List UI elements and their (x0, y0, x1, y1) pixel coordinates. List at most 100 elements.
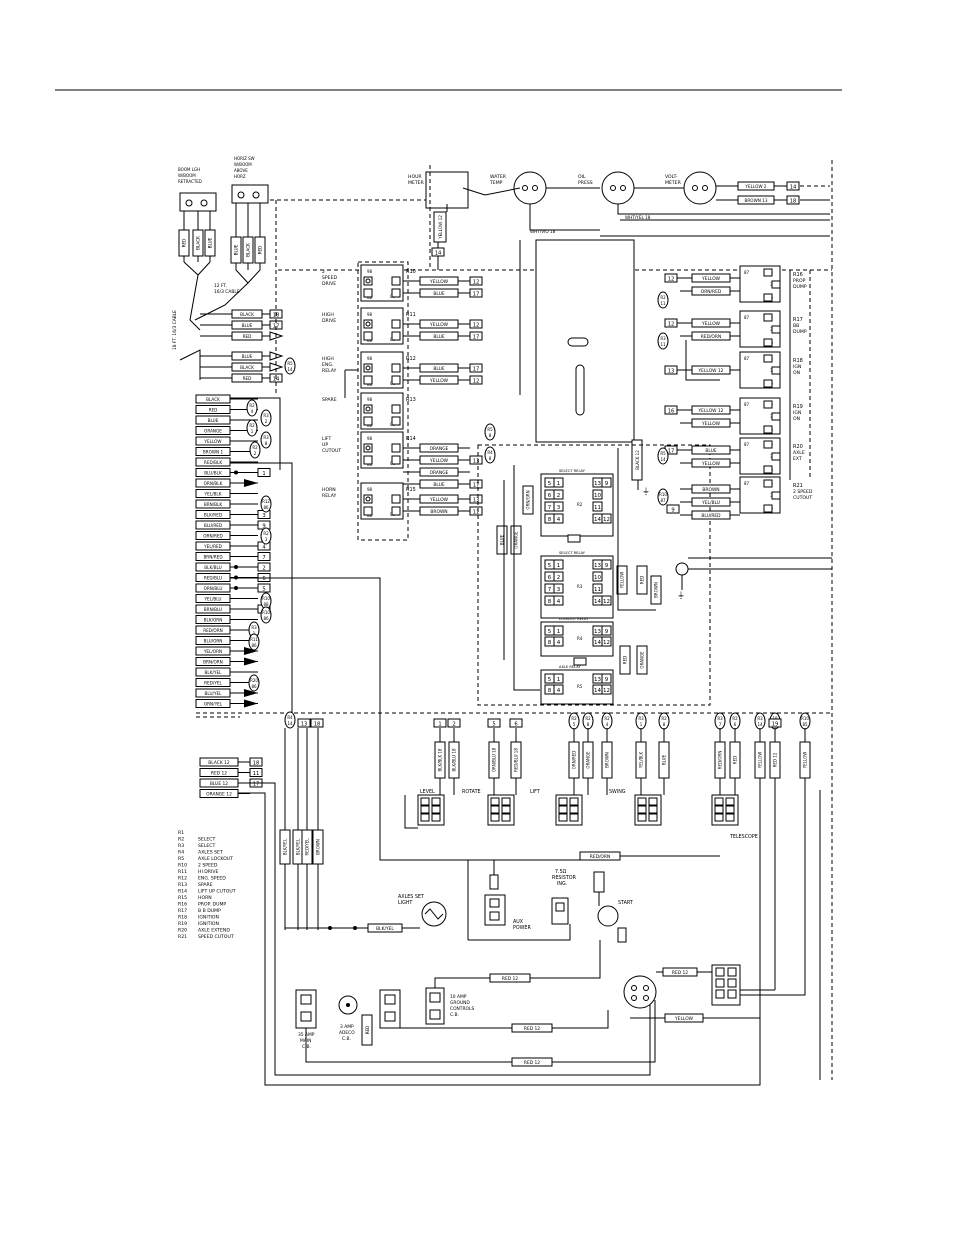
relay-pin (363, 506, 373, 516)
terminal-number-box (257, 552, 271, 561)
wire-color-label: ORANGE (430, 446, 449, 452)
relay-terminal-icon (365, 496, 371, 502)
cable-label: 18 FT. 16/3 CABLE (172, 310, 178, 350)
jumper-icon (575, 364, 585, 416)
relay-block-id: R2 (577, 502, 583, 507)
terminal-number: 17 (473, 366, 480, 372)
terminal-number: 2 (452, 721, 455, 727)
relay-tag-label: R10 (262, 610, 270, 615)
wire (513, 465, 540, 691)
boom-switch (179, 192, 217, 212)
legend-value: ENG. SPEED (198, 876, 226, 882)
wire-color-label: BLU/BLK (204, 471, 222, 476)
relay-tag-label: 2 (265, 419, 268, 424)
pin-number: 9 (605, 629, 609, 635)
relay-pin (553, 684, 564, 695)
relay-terminal-icon (365, 278, 371, 284)
relay-tag-label: 1 (253, 631, 256, 636)
diode-icon (567, 534, 581, 543)
terminal-number-box (666, 504, 680, 514)
terminal-number: 13 (473, 458, 480, 464)
wire-color-label: BLK/YEL (376, 926, 394, 932)
relay-block-title: SELECT RELAY (559, 551, 586, 555)
wire-color-label: BLUE (208, 418, 219, 423)
relay-tag-label: 14 (660, 457, 666, 462)
terminal-number: 17 (473, 334, 480, 340)
relay-name: DUMP (793, 284, 807, 290)
wire-color-label: ORN/GRN (526, 490, 531, 509)
relay-pin (763, 479, 773, 488)
relay-name: ON (793, 416, 800, 422)
wire (552, 1010, 609, 1029)
wire-color-label: YEL/BLU (203, 597, 221, 602)
wire-label-box (636, 565, 648, 595)
pin-number: 12 (603, 688, 610, 694)
valve-pin (501, 797, 511, 806)
wire-label-box (510, 525, 522, 555)
legend-key: R15 (178, 895, 187, 901)
legend-key: R3 (178, 843, 184, 849)
terminal-number: 5 (492, 721, 495, 727)
wire-color-label: ORN/BLK (204, 481, 223, 486)
valve-label: TELESCOPE (729, 834, 758, 840)
relay-tag-label: R3 (638, 716, 644, 721)
relay-id: R14 (406, 436, 416, 442)
relay-tag-label: R2 (263, 531, 269, 536)
wire-color-label: YELLOW (429, 378, 449, 384)
sensor-label: RETRACTED (178, 179, 202, 184)
relay-tag-label: R11 (250, 637, 258, 642)
relay-pin (763, 293, 773, 302)
legend-key: R1 (178, 830, 184, 836)
relay-id: R11 (406, 312, 416, 318)
terminal-number-box (469, 331, 483, 341)
terminal-pin (555, 902, 565, 912)
wire-color-label: YEL/BLK (639, 752, 644, 770)
legend-value: HORN (198, 895, 212, 901)
gauge-link (462, 187, 521, 196)
pin-number: 13 (594, 481, 601, 487)
relay-name: CUTOUT (793, 495, 812, 501)
cable-run (194, 282, 249, 321)
wire-color-label: BROWN (605, 752, 610, 768)
relay-name: UP (322, 442, 328, 448)
relay-tag-label: 5 (573, 722, 576, 727)
wire (740, 778, 806, 996)
relay-pin (771, 280, 781, 289)
wire-label-box (650, 575, 662, 605)
terminal-number-box (469, 455, 483, 465)
valve-pin (558, 813, 568, 822)
wire (230, 462, 293, 720)
wire-color-label: YEL/BLU (701, 500, 720, 506)
relay-pin-label: 98 (367, 312, 373, 317)
valve-pin (490, 797, 500, 806)
relay-tag-label: R3 (251, 625, 257, 630)
relay-name: RELAY (322, 368, 337, 374)
relay-tag (249, 441, 261, 459)
relay-tag-label: 86 (251, 643, 257, 648)
legend-value: HI DRIVE (198, 869, 218, 875)
relay-pin (763, 425, 773, 434)
wire-color-label: YELLOW (429, 458, 449, 464)
wire-color-label: RED/ORN (701, 334, 721, 340)
terminal-pin (715, 978, 725, 988)
legend-value: IGNITION (198, 921, 219, 927)
switch-contact-icon (631, 995, 637, 1001)
wire-color-label: YELLOW (701, 421, 721, 427)
relay-pin (601, 477, 612, 488)
valve-pin (558, 805, 568, 814)
terminal-number: 3 (262, 513, 265, 519)
component-label: CONTROLS (450, 1006, 474, 1012)
relay-tag-label: R2 (660, 295, 666, 300)
legend-value: AXLE EXTEND (198, 928, 230, 934)
terminal-number: 17 (668, 448, 675, 454)
legend-value: 2 SPEED (198, 863, 218, 869)
legend-key: R17 (178, 908, 187, 914)
terminal-number: 11 (473, 509, 480, 515)
relay-tag-label: 14 (287, 367, 293, 372)
sensor-label: BOOM LGH (178, 167, 200, 172)
relay-pin-label: 87 (744, 270, 750, 275)
relay-pin (592, 489, 603, 500)
valve-label: SWING (609, 789, 626, 795)
wire-color-label: ORANGE (430, 470, 449, 476)
relay-name: CUTOUT (322, 448, 341, 454)
